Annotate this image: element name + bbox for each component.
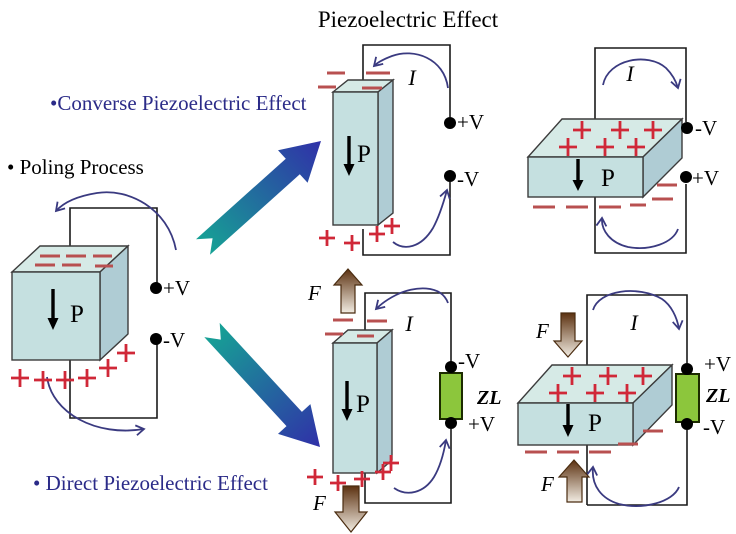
- poling-positive-charges: [11, 344, 135, 389]
- converse-flat-positive-charges: [559, 121, 662, 156]
- direct-flat-crystal-front-face: [517, 402, 634, 446]
- converse-flat-negative-terminal-label: -V: [695, 116, 717, 140]
- direct-flat-current-arc-bottom: [586, 465, 680, 507]
- direct-tall-negative-terminal-label: -V: [458, 349, 480, 373]
- direct-flat-force-arrow-down-icon: [552, 312, 584, 358]
- converse-flat-negative-terminal-dot: [681, 122, 693, 134]
- direct-flat-load-impedance: [675, 373, 700, 423]
- direct-effect-label: • Direct Piezoelectric Effect: [33, 471, 268, 495]
- direct-tall-force-bottom-label: F: [312, 491, 326, 515]
- direct-flat-load-label: ZL: [705, 385, 730, 407]
- direct-tall-polarization-label: P: [356, 391, 370, 418]
- direct-effect-flattened-diagram: I P F F +V ZL -V: [516, 290, 731, 507]
- converse-tall-current-arc-bottom: [392, 188, 451, 248]
- converse-tall-crystal-side-face: [377, 78, 394, 227]
- converse-effect-flattened-diagram: I P -V +V: [526, 47, 719, 254]
- direct-tall-current-label: I: [404, 311, 414, 336]
- poling-negative-charges: [35, 254, 113, 268]
- direct-tall-negative-charges: [325, 318, 387, 338]
- direct-flat-negative-charges: [525, 429, 663, 454]
- converse-flat-positive-terminal-dot: [680, 171, 692, 183]
- poling-current-arc-top: [54, 191, 177, 251]
- converse-flat-polarization-arrowhead: [572, 180, 584, 191]
- poling-crystal-front-face: [11, 271, 101, 361]
- converse-flat-negative-charges: [533, 183, 677, 209]
- poling-negative-terminal-dot: [150, 333, 162, 345]
- direct-flat-negative-terminal-label: -V: [703, 415, 725, 439]
- converse-tall-negative-terminal-label: -V: [457, 167, 479, 191]
- poling-positive-terminal-dot: [150, 282, 162, 294]
- direct-flat-force-arrow-up-icon: [557, 459, 591, 503]
- direct-tall-load-label: ZL: [476, 387, 501, 409]
- converse-tall-circuit-wire: [362, 44, 451, 256]
- poling-process-diagram: P +V -V: [10, 191, 190, 436]
- direct-tall-current-arc-top: [374, 287, 449, 311]
- direct-flat-force-top-label: F: [535, 319, 549, 343]
- direct-flat-positive-charges: [549, 367, 652, 402]
- converse-tall-polarization-label: P: [357, 141, 371, 168]
- converse-tall-negative-charges: [318, 71, 390, 90]
- direct-tall-crystal-side-face: [376, 328, 393, 475]
- poling-current-arc-bottom: [46, 376, 146, 436]
- poling-positive-terminal-label: +V: [163, 276, 190, 300]
- poling-negative-terminal-label: -V: [163, 328, 185, 352]
- direct-tall-positive-terminal-dot: [445, 417, 457, 429]
- direct-tall-crystal-front-face: [332, 342, 378, 474]
- poling-polarization-label: P: [70, 301, 84, 328]
- converse-tall-crystal-front-face: [332, 91, 379, 226]
- direct-flat-current-label: I: [629, 310, 639, 335]
- direct-tall-positive-charges: [307, 455, 399, 491]
- direct-tall-force-arrow-down-icon: [333, 485, 369, 533]
- direct-flat-positive-terminal-dot: [681, 363, 693, 375]
- direct-effect-elongated-diagram: I P F F -V +V ZL: [307, 268, 501, 533]
- converse-flat-positive-terminal-label: +V: [692, 166, 719, 190]
- direct-tall-polarization-arrowhead: [341, 409, 353, 421]
- direct-tall-force-top-label: F: [307, 281, 321, 305]
- poling-circuit-wire: [69, 207, 158, 419]
- converse-flat-polarization-label: P: [601, 165, 615, 192]
- converse-effect-elongated-diagram: I P +V -V: [318, 44, 484, 256]
- converse-tall-positive-terminal-label: +V: [457, 110, 484, 134]
- direct-flat-negative-terminal-dot: [681, 418, 693, 430]
- converse-flat-current-arc-top: [602, 58, 682, 90]
- direct-flat-polarization-label: P: [588, 410, 602, 437]
- direct-tall-load-impedance: [439, 372, 463, 420]
- converse-effect-label: •Converse Piezoelectric Effect: [50, 91, 307, 115]
- direct-flat-force-bottom-label: F: [540, 472, 554, 496]
- transition-arrow-up-icon: [196, 141, 321, 255]
- converse-tall-current-label: I: [407, 65, 417, 90]
- direct-tall-force-arrow-up-icon: [332, 268, 364, 314]
- poling-process-label: • Poling Process: [7, 155, 144, 179]
- converse-flat-crystal-front-face: [527, 156, 644, 198]
- converse-flat-current-label: I: [625, 61, 635, 86]
- converse-tall-negative-terminal-dot: [444, 170, 456, 182]
- direct-tall-circuit-wire: [364, 292, 452, 504]
- page-title: Piezoelectric Effect: [318, 7, 499, 32]
- direct-tall-current-arc-bottom: [393, 438, 451, 494]
- direct-tall-negative-terminal-dot: [445, 361, 457, 373]
- poling-polarization-arrowhead: [47, 318, 59, 330]
- converse-tall-current-arc-top: [372, 52, 449, 89]
- direct-flat-polarization-arrowhead: [562, 425, 574, 437]
- direct-flat-positive-terminal-label: +V: [704, 352, 731, 376]
- converse-tall-positive-charges: [319, 218, 400, 251]
- converse-tall-polarization-arrowhead: [343, 164, 355, 176]
- converse-flat-current-arc-bottom: [595, 216, 679, 249]
- direct-flat-current-arc-top: [592, 290, 684, 331]
- direct-tall-positive-terminal-label: +V: [468, 412, 495, 436]
- transition-arrow-down-icon: [204, 322, 320, 447]
- converse-tall-positive-terminal-dot: [444, 117, 456, 129]
